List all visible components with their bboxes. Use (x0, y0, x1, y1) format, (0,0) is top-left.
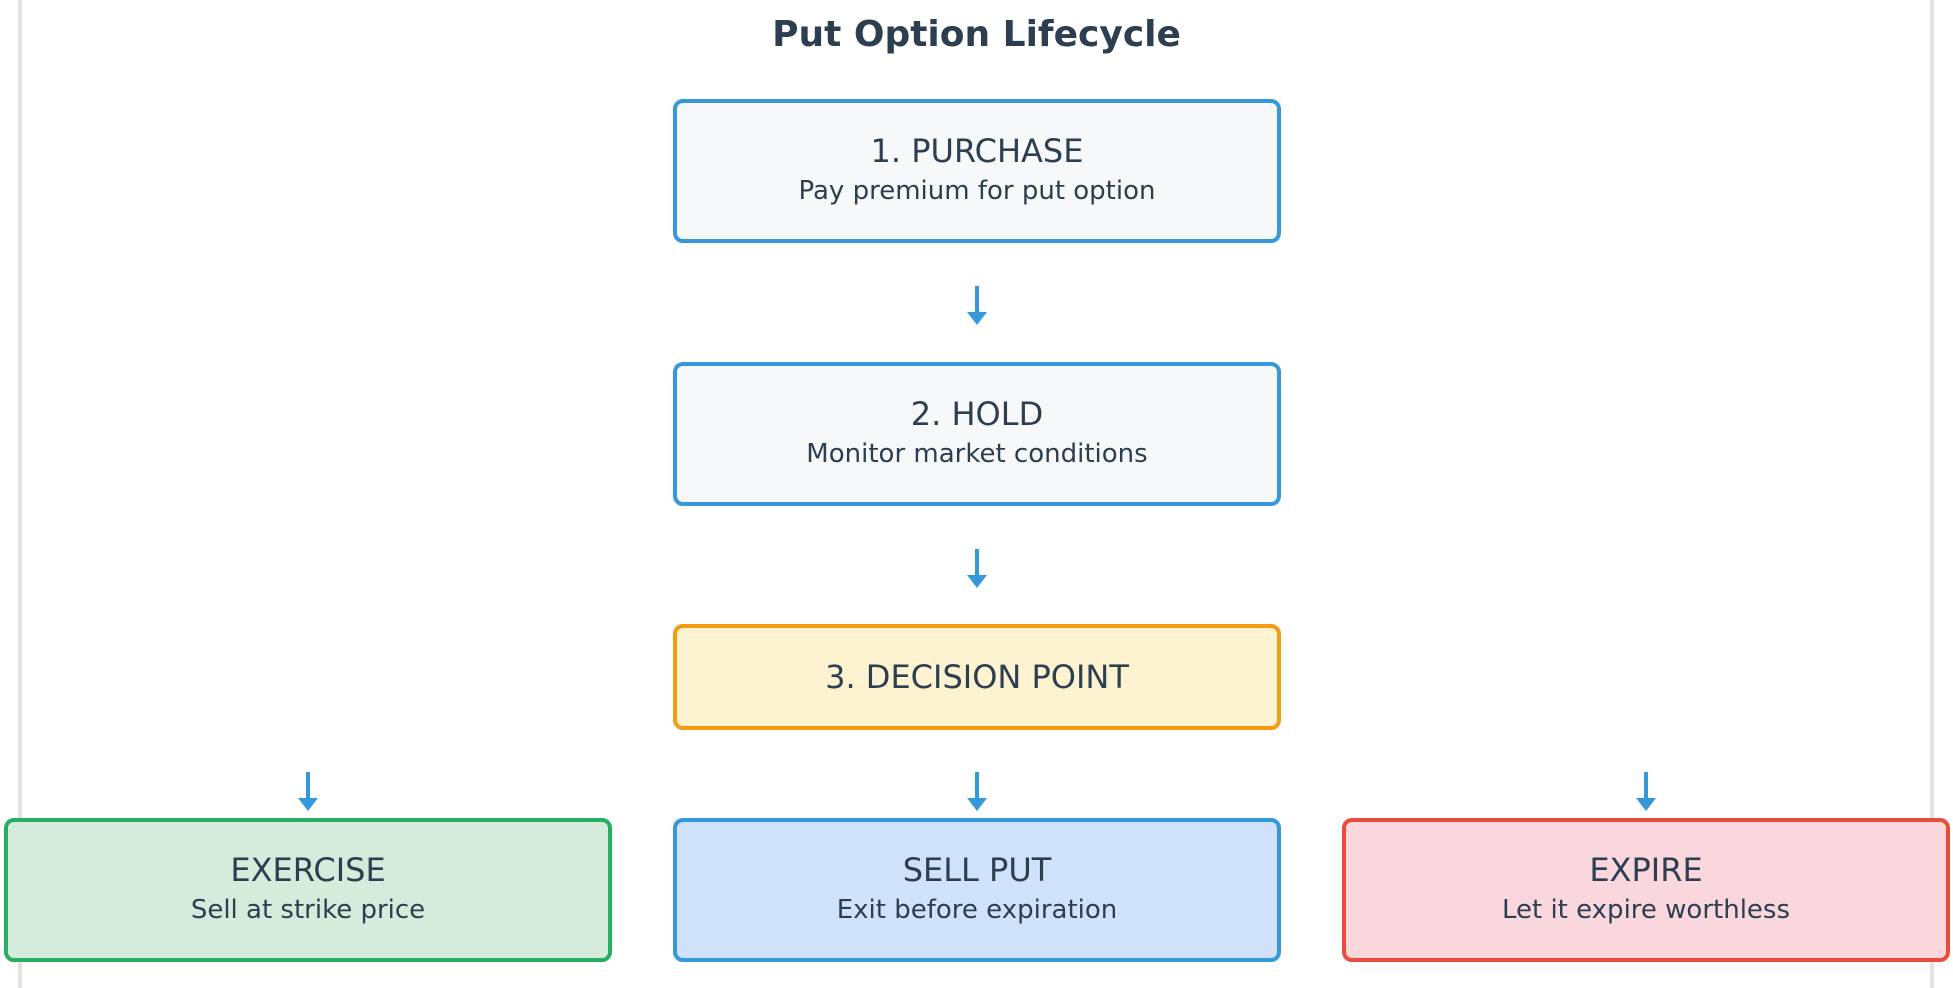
step-purchase-label: 1. PURCHASE (870, 132, 1084, 170)
frame-right-border (1930, 0, 1934, 988)
arrow-down-icon (298, 772, 318, 811)
outcome-exercise-box: EXERCISE Sell at strike price (4, 818, 612, 962)
outcome-exercise-label: EXERCISE (230, 851, 386, 889)
arrow-down-icon (1636, 772, 1656, 811)
arrow-down-icon (967, 772, 987, 811)
step-hold-label: 2. HOLD (910, 395, 1044, 433)
outcome-sell-put-label: SELL PUT (902, 851, 1052, 889)
arrow-down-icon (967, 549, 987, 588)
outcome-sell-put-box: SELL PUT Exit before expiration (673, 818, 1281, 962)
step-hold-desc: Monitor market conditions (806, 439, 1148, 469)
outcome-expire-label: EXPIRE (1589, 851, 1703, 889)
step-decision-box: 3. DECISION POINT (673, 624, 1281, 730)
step-purchase-desc: Pay premium for put option (798, 176, 1156, 206)
step-decision-label: 3. DECISION POINT (825, 658, 1129, 696)
outcome-sell-put-desc: Exit before expiration (836, 895, 1118, 925)
step-hold-box: 2. HOLD Monitor market conditions (673, 362, 1281, 506)
frame-left-border (18, 0, 22, 988)
outcome-expire-box: EXPIRE Let it expire worthless (1342, 818, 1950, 962)
outcome-expire-desc: Let it expire worthless (1501, 895, 1791, 925)
outcome-exercise-desc: Sell at strike price (190, 895, 426, 925)
diagram-title: Put Option Lifecycle (772, 14, 1181, 55)
step-purchase-box: 1. PURCHASE Pay premium for put option (673, 99, 1281, 243)
arrow-down-icon (967, 286, 987, 325)
